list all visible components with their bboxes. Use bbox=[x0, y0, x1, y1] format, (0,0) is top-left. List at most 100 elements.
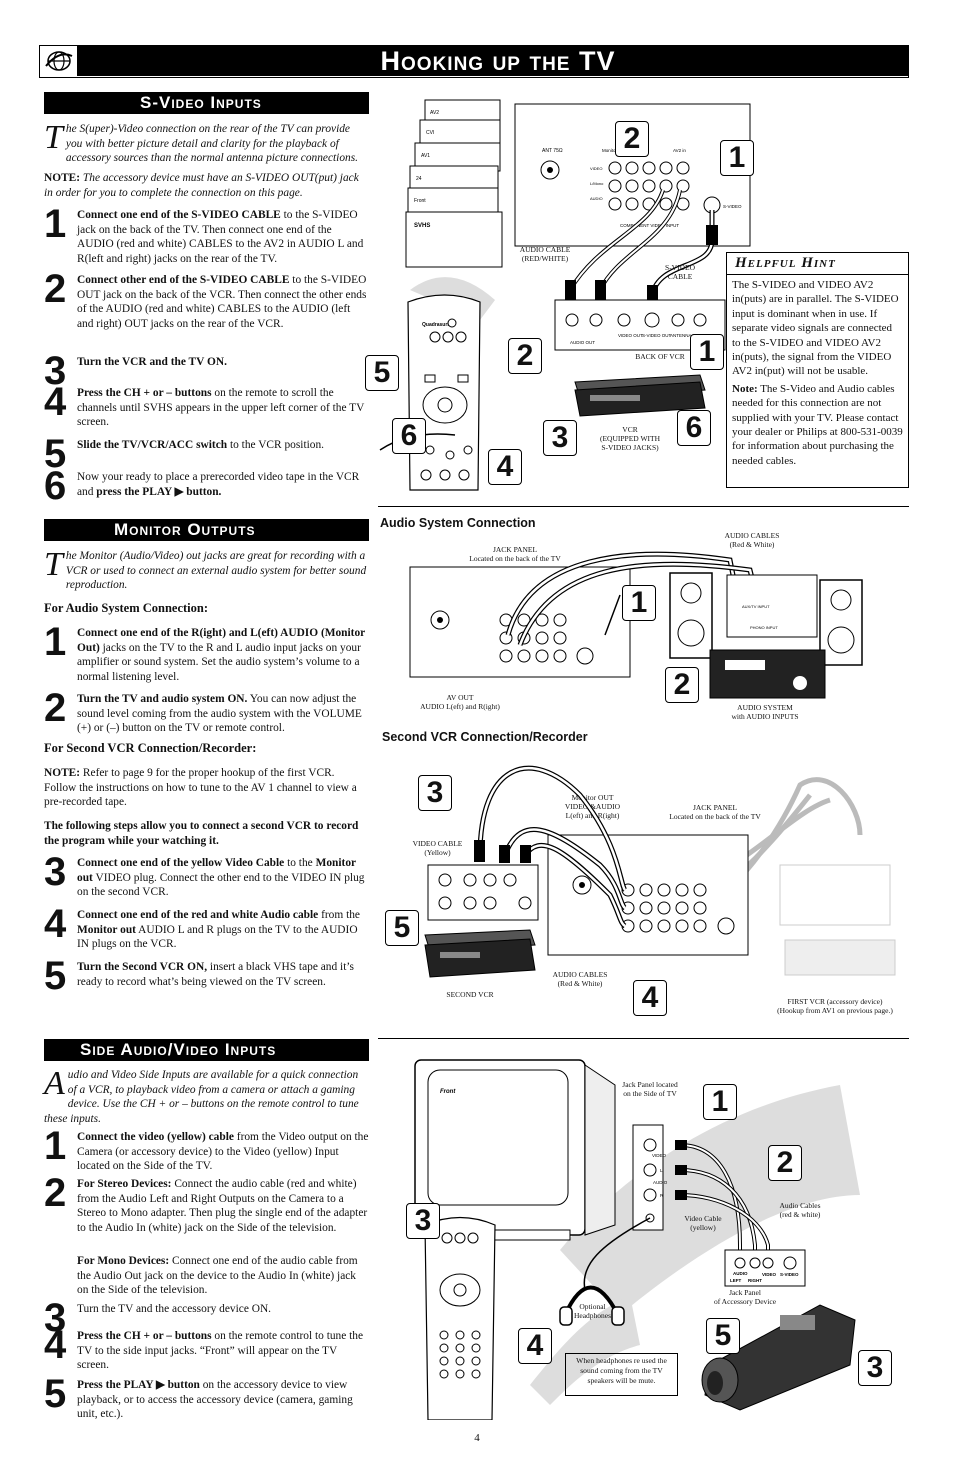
monitor-follow: The following steps allow you to connect… bbox=[44, 820, 359, 847]
svideo-diagram: AV2 CVI AV1 24 Front SVHS Quadrasurf ANT… bbox=[379, 99, 751, 491]
label-first-vcr: FIRST VCR (accessory device) (Hookup fro… bbox=[777, 997, 893, 1015]
amplifier-input-panel bbox=[726, 574, 818, 638]
label-back-of-vcr: BACK OF VCR bbox=[635, 352, 685, 361]
side-step-2-mono: For Mono Devices: Connect one end of the… bbox=[77, 1255, 358, 1297]
side-heading: Side Audio/Video Inputs bbox=[44, 1039, 369, 1061]
headphone-note-box: When headphones re used the sound coming… bbox=[565, 1353, 678, 1396]
svg-text:AUDIO: AUDIO bbox=[653, 1180, 668, 1185]
remote-brand: Quadrasurf bbox=[422, 322, 449, 328]
svg-text:AUX/TV INPUT: AUX/TV INPUT bbox=[742, 604, 770, 609]
screen-svhs: SVHS bbox=[414, 223, 430, 229]
callout-4d: 4 bbox=[518, 1328, 552, 1364]
screen-cvi: CVI bbox=[426, 130, 434, 136]
callout-2b: 2 bbox=[508, 338, 542, 374]
monitor-audio-head: For Audio System Connection: bbox=[44, 601, 209, 615]
page-title: Hooking up the TV bbox=[78, 46, 908, 76]
label-audio-cables-2: AUDIO CABLES (Red & White) bbox=[552, 970, 608, 988]
first-vcr-icon bbox=[784, 939, 896, 976]
svg-text:VIDEO OUT: VIDEO OUT bbox=[618, 333, 643, 338]
label-av-out: AV OUT AUDIO L(eft) and R(ight) bbox=[420, 693, 500, 711]
monitor-step-3: 3 Connect one end of the yellow Video Ca… bbox=[44, 850, 365, 899]
callout-1d: 1 bbox=[703, 1084, 737, 1120]
label-svideo-cable: S-VIDEO CABLE bbox=[665, 263, 695, 281]
svg-text:S-VIDEO: S-VIDEO bbox=[780, 1272, 799, 1277]
svg-text:L/Mono: L/Mono bbox=[590, 181, 604, 186]
label-headphones: Optional Headphones bbox=[573, 1302, 612, 1320]
tv-screen-front: Front bbox=[440, 1089, 456, 1095]
second-vcr-title: Second VCR Connection/Recorder bbox=[382, 730, 588, 744]
callout-1b: 1 bbox=[690, 334, 724, 370]
svg-text:COMPONENT VIDEO INPUT: COMPONENT VIDEO INPUT bbox=[620, 223, 679, 228]
philips-globe-icon bbox=[45, 51, 73, 71]
speaker-right-icon bbox=[819, 579, 863, 666]
header-logo bbox=[40, 46, 78, 76]
page-header: Hooking up the TV bbox=[39, 45, 909, 78]
monitor-step-1: 1 Connect one end of the R(ight) and L(e… bbox=[44, 620, 366, 683]
svg-text:VIDEO: VIDEO bbox=[590, 166, 602, 171]
channel-screens bbox=[405, 99, 503, 268]
svg-text:S-VIDEO OUT: S-VIDEO OUT bbox=[642, 333, 672, 338]
label-jack-panel-1: JACK PANEL Located on the back of the TV bbox=[469, 545, 561, 563]
svideo-heading: S-Video Inputs bbox=[44, 92, 369, 114]
callout-6b: 6 bbox=[392, 418, 426, 454]
side-step-3: 3 Turn the TV and the accessory device O… bbox=[44, 1296, 272, 1340]
remote-control-icon: Quadrasurf bbox=[407, 294, 481, 491]
callout-4: 4 bbox=[488, 449, 522, 485]
svideo-step-5: 5 Slide the TV/VCR/ACC switch to the VCR… bbox=[44, 432, 325, 476]
audio-system-diagram: AUX/TV INPUT PHONO INPUT bbox=[409, 551, 863, 699]
speaker-left-icon bbox=[669, 572, 713, 659]
side-step-2: 2 For Stereo Devices: Connect the audio … bbox=[44, 1171, 368, 1234]
divider-2 bbox=[378, 1038, 909, 1039]
vcr-icon bbox=[574, 374, 706, 417]
svg-text:S-VIDEO: S-VIDEO bbox=[723, 204, 742, 209]
svg-text:VIDEO: VIDEO bbox=[762, 1272, 777, 1277]
svideo-step-4: 4 Press the CH + or – buttons on the rem… bbox=[44, 380, 365, 429]
label-video-cable-side: Video Cable (yellow) bbox=[684, 1214, 722, 1232]
label-video-cable: VIDEO CABLE (Yellow) bbox=[412, 839, 463, 857]
second-vcr-panel bbox=[427, 864, 539, 921]
callout-3d: 3 bbox=[406, 1203, 440, 1239]
helpful-hint-box: Helpful Hint The S-VIDEO and VIDEO AV2 i… bbox=[726, 252, 909, 488]
callout-6: 6 bbox=[677, 410, 711, 446]
monitor-step-2: 2 Turn the TV and audio system ON. You c… bbox=[44, 686, 362, 735]
label-audio-cables-1: AUDIO CABLES (Red & White) bbox=[724, 531, 780, 549]
monitor-note: NOTE: Refer to page 9 for the proper hoo… bbox=[44, 767, 357, 809]
svideo-note: NOTE: The accessory device must have an … bbox=[44, 172, 359, 199]
side-inputs-diagram: Front VIDEO L AUDIO R AUDIO LEFT RIGHT V… bbox=[414, 1059, 860, 1420]
svg-text:ANTENNA IN: ANTENNA IN bbox=[670, 333, 697, 338]
callout-5c: 5 bbox=[385, 910, 419, 946]
helpful-hint-text: The S-VIDEO and VIDEO AV2 in(puts) are i… bbox=[732, 279, 899, 378]
svg-text:ANT 75Ω: ANT 75Ω bbox=[542, 148, 563, 154]
callout-5: 5 bbox=[365, 355, 399, 391]
screen-av1: AV1 bbox=[421, 153, 430, 159]
headphones-icon bbox=[559, 1285, 625, 1326]
label-audio-cables-side: Audio Cables (red & white) bbox=[779, 1201, 821, 1219]
helpful-hint-title: Helpful Hint bbox=[727, 253, 908, 275]
audio-system-icon bbox=[709, 649, 826, 699]
svg-text:PHONO INPUT: PHONO INPUT bbox=[750, 625, 778, 630]
label-jack-panel-side: Jack Panel located on the Side of TV bbox=[622, 1080, 678, 1098]
monitor-heading: Monitor Outputs bbox=[44, 519, 369, 541]
page-number: 4 bbox=[474, 1432, 480, 1444]
monitor-step-4: 4 Connect one end of the red and white A… bbox=[44, 902, 360, 951]
label-vcr: VCR (EQUIPPED WITH S-VIDEO JACKS) bbox=[599, 425, 661, 452]
callout-3: 3 bbox=[543, 420, 577, 456]
camcorder-icon bbox=[701, 1304, 856, 1411]
callout-2: 2 bbox=[615, 121, 649, 157]
screen-front: Front bbox=[414, 198, 426, 204]
side-step-5: 5 Press the PLAY ▶ button on the accesso… bbox=[44, 1372, 353, 1421]
svg-text:L: L bbox=[660, 1168, 663, 1173]
side-step-4: 4 Press the CH + or – buttons on the rem… bbox=[44, 1323, 364, 1372]
monitor-step-5: 5 Turn the Second VCR ON, insert a black… bbox=[44, 954, 354, 998]
side-step-1: 1 Connect the video (yellow) cable from … bbox=[44, 1124, 369, 1173]
screen-24: 24 bbox=[416, 176, 422, 182]
label-jack-panel-acc: Jack Panel of Accessory Device bbox=[713, 1288, 777, 1306]
rear-jacks bbox=[608, 161, 721, 214]
svideo-step-2: 2 Connect other end of the S-VIDEO CABLE… bbox=[44, 267, 367, 330]
tv-icon bbox=[414, 1059, 616, 1241]
helpful-hint-note: Note: The S-Video and Audio cables neede… bbox=[732, 382, 903, 467]
audio-system-title: Audio System Connection bbox=[380, 516, 536, 530]
